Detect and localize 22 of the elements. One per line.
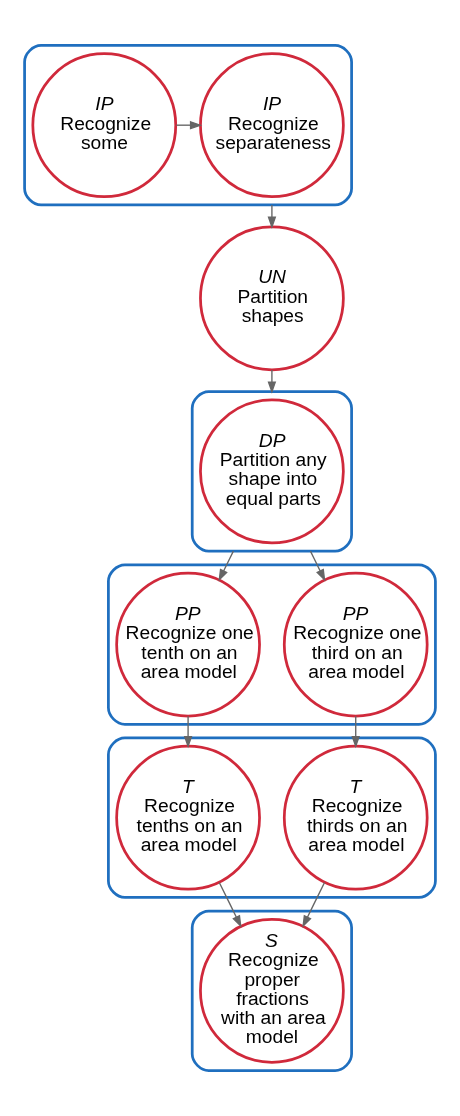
arrow bbox=[351, 715, 361, 749]
arrow bbox=[183, 715, 193, 749]
arrow bbox=[218, 550, 235, 582]
arrow bbox=[267, 204, 277, 229]
cluster bbox=[190, 390, 353, 553]
node-circle: UN Partition shapes bbox=[199, 225, 345, 372]
node-circle: PP Recognize one third on an area model bbox=[282, 571, 429, 718]
node-circle: PP Recognize one tenth on an area model bbox=[115, 571, 261, 718]
node-circle: DP Partition any shape into equal parts bbox=[199, 398, 345, 545]
cluster bbox=[190, 909, 353, 1072]
node-circle: S Recognize proper fractions with an area model bbox=[199, 918, 345, 1064]
arrow bbox=[267, 369, 277, 394]
cluster bbox=[23, 44, 353, 207]
arrow bbox=[309, 550, 326, 582]
node-circle: IP Recognize some bbox=[31, 52, 178, 198]
cluster bbox=[107, 563, 437, 726]
node-circle: IP Recognize separateness bbox=[199, 52, 345, 198]
arrow bbox=[302, 881, 326, 928]
arrow bbox=[175, 120, 203, 130]
arrow bbox=[218, 881, 242, 928]
node-circle: T Recognize tenths on an area model bbox=[115, 744, 261, 891]
node-circle: T Recognize thirds on an area model bbox=[282, 744, 429, 891]
